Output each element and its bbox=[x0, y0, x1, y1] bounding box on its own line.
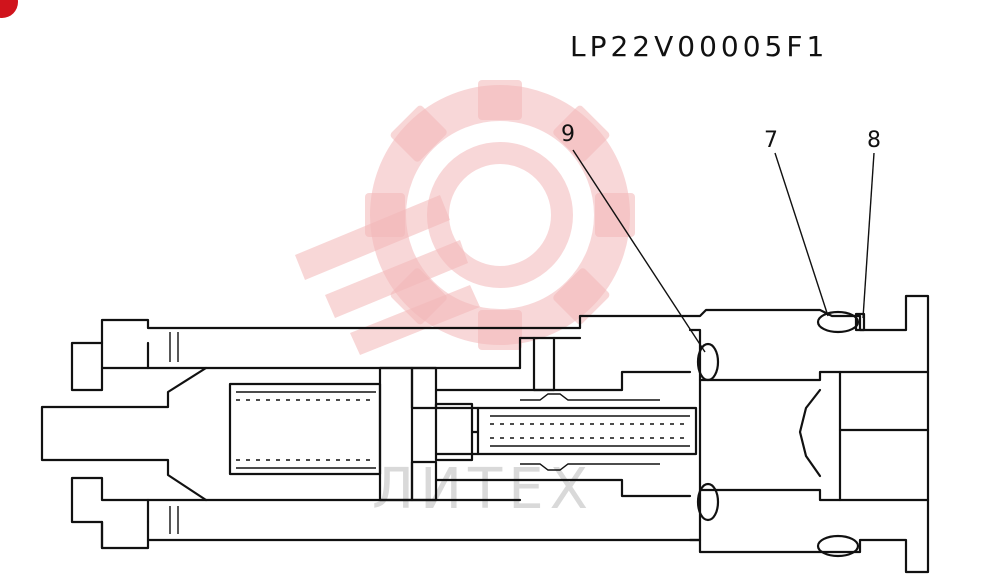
seal-9-upper bbox=[696, 342, 720, 382]
callout-9: 9 bbox=[561, 122, 575, 147]
seal-9-lower bbox=[696, 482, 720, 522]
valve-body bbox=[40, 294, 930, 574]
callout-8: 8 bbox=[867, 128, 881, 153]
watermark-logo bbox=[295, 80, 635, 355]
watermark-text: ЛИТЕХ bbox=[372, 457, 594, 522]
backup-ring-8 bbox=[854, 312, 866, 332]
oring-7-lower bbox=[816, 534, 860, 558]
leader-lines bbox=[572, 149, 875, 353]
corner-mark bbox=[0, 0, 18, 18]
callout-7: 7 bbox=[764, 128, 778, 153]
drawing-code: LP22V00005F1 bbox=[570, 30, 828, 63]
oring-7-upper bbox=[816, 310, 860, 334]
